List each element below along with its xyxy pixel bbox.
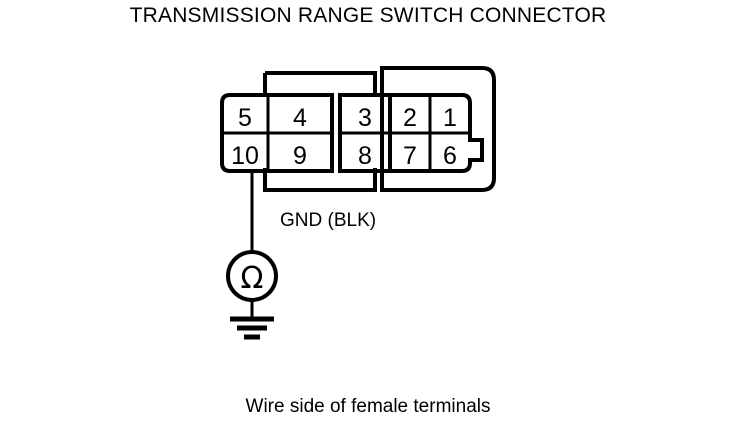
- left-pin-block-body: [220, 93, 334, 173]
- pin-label-3: 3: [358, 104, 372, 132]
- pin-label-4: 4: [293, 104, 307, 132]
- right-pin-block-body: [388, 93, 484, 173]
- gnd-wire-label: GND (BLK): [280, 210, 377, 231]
- pin-label-2: 2: [403, 104, 417, 132]
- top-left-mounting-tab: [265, 71, 377, 95]
- bottom-left-mounting-tab: [263, 168, 377, 192]
- pin-label-5: 5: [238, 104, 252, 132]
- pin-label-7: 7: [403, 142, 417, 170]
- pin-label-10: 10: [231, 142, 259, 170]
- right-housing-shell: [380, 66, 496, 192]
- pin-label-8: 8: [358, 142, 372, 170]
- ohm-symbol: Ω: [241, 261, 264, 296]
- pin-label-6: 6: [443, 142, 457, 170]
- pin-label-9: 9: [293, 142, 307, 170]
- pin-label-1: 1: [443, 104, 457, 132]
- page-title: TRANSMISSION RANGE SWITCH CONNECTOR: [129, 4, 607, 27]
- diagram-caption: Wire side of female terminals: [245, 396, 491, 417]
